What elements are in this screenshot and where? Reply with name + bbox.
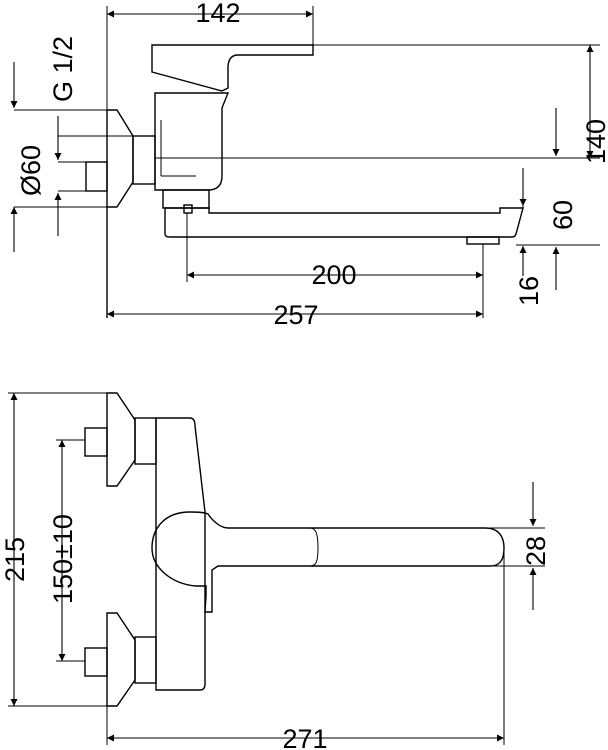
lower-rosette xyxy=(106,612,136,707)
dim-label-60: 60 xyxy=(548,200,578,230)
lower-connector xyxy=(84,647,108,677)
front-lever xyxy=(151,511,505,613)
spout-pin xyxy=(183,204,193,214)
dim-label-thread: G 1/2 xyxy=(48,36,78,102)
upper-nut xyxy=(134,417,157,465)
dim-label-16: 16 xyxy=(514,276,544,306)
dim-label-215: 215 xyxy=(0,537,30,582)
side-view: 142 G 1/2 Ø60 140 60 16 200 xyxy=(10,0,608,330)
upper-connector xyxy=(84,427,108,457)
lever-handle xyxy=(151,44,314,92)
dim-label-150: 150±10 xyxy=(48,514,78,604)
dim-label-140: 140 xyxy=(581,119,608,164)
nut xyxy=(132,135,156,185)
connector xyxy=(85,161,108,192)
dim-label-200: 200 xyxy=(311,260,356,290)
spout xyxy=(164,207,524,238)
dim-label-28: 28 xyxy=(521,536,551,566)
dim-label-257: 257 xyxy=(273,300,318,330)
front-view: 215 150±10 28 271 xyxy=(0,392,551,750)
dim-label-diameter: Ø60 xyxy=(16,145,46,196)
upper-rosette xyxy=(106,392,136,487)
lower-nut xyxy=(134,636,157,684)
mixer-column xyxy=(155,417,206,691)
lever-detail xyxy=(228,527,319,567)
rosette xyxy=(107,109,134,208)
aerator xyxy=(466,236,500,245)
mixer-body xyxy=(154,92,230,191)
dim-label-271: 271 xyxy=(282,724,327,750)
dim-label-142: 142 xyxy=(195,0,240,28)
